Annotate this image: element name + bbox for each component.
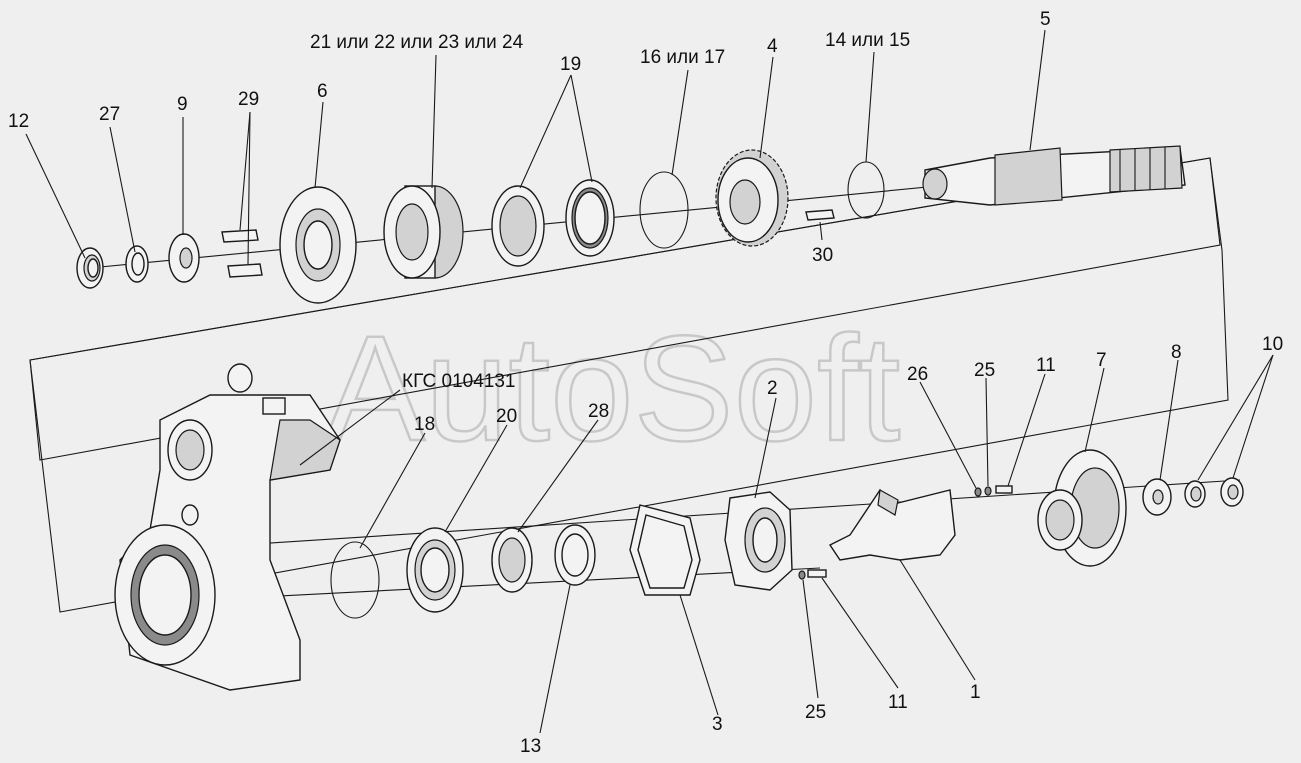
callout-20: 20 [496, 406, 517, 427]
part-9-washer [168, 233, 200, 283]
callout-25-top: 25 [974, 360, 995, 381]
callout-28: 28 [588, 401, 609, 422]
part-13-slotted-nut [554, 524, 596, 586]
callout-2: 2 [767, 378, 778, 399]
callout-1: 1 [970, 682, 981, 703]
callout-19: 19 [560, 54, 581, 75]
watermark: AutoSoft [325, 304, 900, 472]
part-28-ring [491, 527, 533, 593]
callout-10: 10 [1262, 334, 1283, 355]
part-4-gear [715, 149, 789, 247]
part-6-flange [279, 186, 357, 304]
callout-16-17: 16 или 17 [640, 47, 725, 68]
callout-11-top: 11 [1036, 355, 1056, 376]
callout-27: 27 [99, 104, 120, 125]
housing-body [114, 363, 341, 691]
upper-axis-line [89, 179, 1001, 269]
parts-25-26-11-fasteners [798, 485, 1013, 580]
callout-26: 26 [907, 364, 928, 385]
part-7-flange [1037, 449, 1127, 567]
callout-11-bottom: 11 [888, 692, 908, 713]
part-8-washer [1142, 478, 1172, 516]
part-16-17-snap-ring [639, 171, 689, 249]
callout-7: 7 [1096, 350, 1107, 371]
part-2-cover [724, 491, 793, 591]
callout-13: 13 [520, 736, 541, 757]
callout-8: 8 [1171, 342, 1182, 363]
part-3-gasket [629, 504, 701, 596]
part-14-15-snap-ring [847, 161, 885, 219]
part-5-shaft [922, 145, 1186, 206]
callout-9: 9 [177, 94, 188, 115]
part-21-24-bearing [383, 185, 464, 279]
callout-29: 29 [238, 89, 259, 110]
callout-5: 5 [1040, 9, 1051, 30]
part-20-bearing [406, 527, 464, 613]
callout-3: 3 [712, 714, 723, 735]
part-29-keys [221, 229, 263, 278]
part-18-snap-ring [330, 541, 380, 619]
part-1-guard [828, 488, 956, 561]
callout-18: 18 [414, 414, 435, 435]
callout-6: 6 [317, 81, 328, 102]
part-27-lock-washer [125, 245, 149, 283]
part-19-rings [491, 179, 615, 267]
callout-30: 30 [812, 245, 833, 266]
lower-axis-line-bottom [239, 567, 821, 599]
callout-25-bottom: 25 [805, 702, 826, 723]
callout-12: 12 [8, 111, 29, 132]
part-30-key [805, 209, 835, 221]
callout-14-15: 14 или 15 [825, 30, 910, 51]
catalog-reference: КГС 0104131 [402, 371, 515, 392]
callout-21-24: 21 или 22 или 23 или 24 [310, 32, 524, 53]
part-10-nuts [1184, 477, 1244, 508]
leader-lines [25, 29, 1274, 734]
callout-4: 4 [767, 36, 778, 57]
part-12-nut [76, 247, 104, 289]
